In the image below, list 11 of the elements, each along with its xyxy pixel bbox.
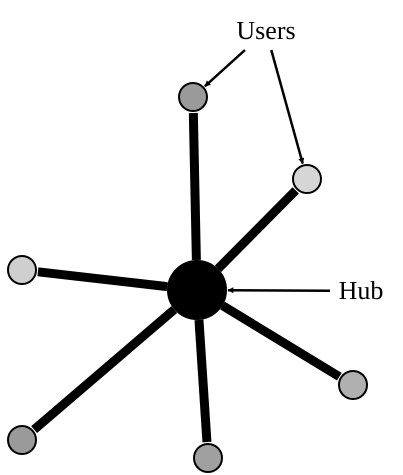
arrow [270,50,304,164]
connection-line [194,320,212,442]
arrow [204,49,246,88]
text-label: Users [225,14,307,48]
connection-line [214,187,299,272]
connection-line [37,267,168,292]
connection-line [31,306,178,433]
connection-line [220,302,342,381]
arrow [227,287,330,294]
text-label: Hub [332,274,390,308]
connection-line [188,112,201,260]
